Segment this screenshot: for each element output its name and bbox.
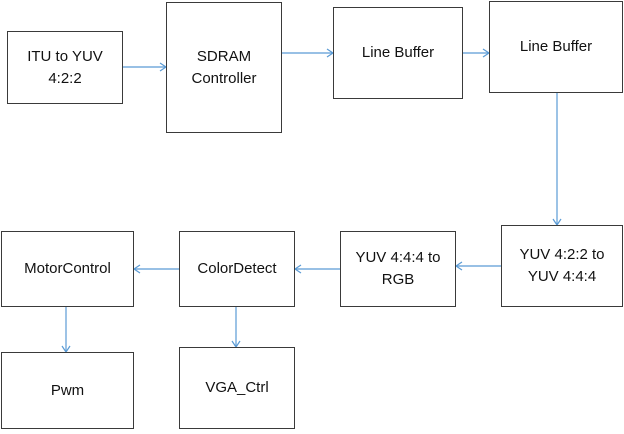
- arrow-line-buffer-2-to-yuv422-converter: [552, 93, 562, 227]
- arrow-color-detect-to-motor-control: [132, 264, 179, 274]
- arrow-itu-to-sdram: [123, 62, 168, 72]
- block-yuv422-to-yuv444: YUV 4:2:2 to YUV 4:4:4: [501, 225, 623, 307]
- arrow-sdram-to-line-buffer-1: [282, 48, 335, 58]
- block-line-buffer-1: Line Buffer: [333, 7, 463, 99]
- block-label: Line Buffer: [519, 38, 593, 55]
- arrow-motor-control-to-pwm: [61, 307, 71, 354]
- block-itu-to-yuv: ITU to YUV 4:2:2: [7, 31, 123, 104]
- block-color-detect: ColorDetect: [179, 231, 295, 307]
- arrow-line-buffer-1-to-line-buffer-2: [463, 48, 491, 58]
- arrow-yuv422-converter-to-rgb-converter: [454, 261, 501, 271]
- block-yuv444-to-rgb: YUV 4:4:4 to RGB: [340, 231, 456, 307]
- block-label: YUV 4:4:4 to RGB: [355, 249, 441, 288]
- arrow-color-detect-to-vga-ctrl: [231, 307, 241, 349]
- block-label: ColorDetect: [197, 260, 277, 277]
- block-line-buffer-2: Line Buffer: [489, 1, 623, 93]
- arrow-rgb-converter-to-color-detect: [293, 264, 340, 274]
- block-pwm: Pwm: [1, 352, 134, 429]
- block-label: MotorControl: [24, 260, 111, 277]
- block-label: SDRAM Controller: [191, 47, 257, 87]
- block-label: Line Buffer: [361, 44, 435, 61]
- block-label: VGA_Ctrl: [205, 379, 269, 396]
- block-label: ITU to YUV 4:2:2: [27, 47, 103, 87]
- block-motor-control: MotorControl: [1, 231, 134, 307]
- block-label: YUV 4:2:2 to YUV 4:4:4: [519, 246, 605, 285]
- block-label: Pwm: [50, 381, 85, 399]
- block-sdram-controller: SDRAM Controller: [166, 2, 282, 133]
- block-vga-ctrl: VGA_Ctrl: [179, 347, 295, 429]
